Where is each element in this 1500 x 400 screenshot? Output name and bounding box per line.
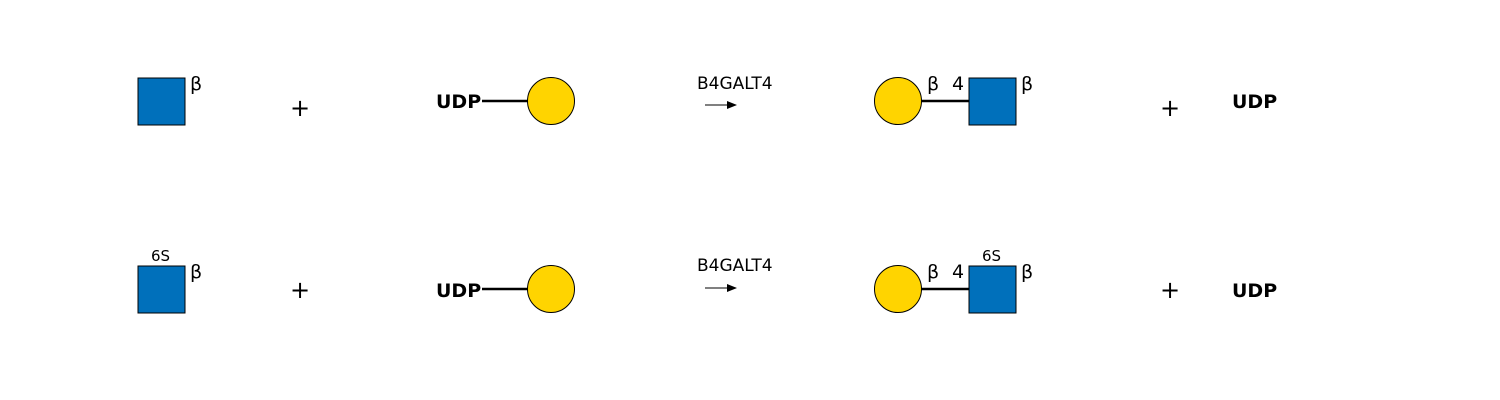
galactose-circle-icon [527,265,575,313]
substrate-anomer-label: β [190,73,202,95]
reaction-arrow: B4GALT4 [697,74,773,109]
substrate-anomer-label: β [190,261,202,283]
glcnac-square-icon [137,265,186,314]
gal-anomer-label: β [927,261,939,283]
linkage-position-label: 4 [952,73,964,95]
reaction-row-2: 6S β + UDP B4GALT4 β 4 6S β + UDP [137,247,1277,314]
substrate-glcnac: β [137,73,202,126]
plus-sign: + [290,276,310,304]
donor-udp-galactose: UDP [436,77,575,125]
galactose-circle-icon [874,265,922,313]
donor-udp-label: UDP [436,91,481,113]
glcnac-square-icon [137,77,186,126]
glcnac-square-icon [968,77,1017,126]
reaction-row-1: β + UDP B4GALT4 β 4 β + UDP [137,73,1277,126]
byproduct-udp-label: UDP [1232,91,1277,113]
product-disaccharide: β 4 6S β [874,247,1033,314]
substrate-glcnac-6s: 6S β [137,247,202,314]
plus-sign: + [1160,94,1180,122]
donor-udp-galactose: UDP [436,265,575,313]
gal-anomer-label: β [927,73,939,95]
product-disaccharide: β 4 β [874,73,1033,126]
plus-sign: + [1160,276,1180,304]
sulfate-modification-label: 6S [151,247,170,265]
byproduct-udp-label: UDP [1232,280,1277,302]
glcnac-anomer-label: β [1021,73,1033,95]
glcnac-anomer-label: β [1021,261,1033,283]
sulfate-modification-label: 6S [982,247,1001,265]
enzyme-label: B4GALT4 [697,256,773,276]
linkage-position-label: 4 [952,261,964,283]
glcnac-square-icon [968,265,1017,314]
donor-udp-label: UDP [436,280,481,302]
galactose-circle-icon [874,77,922,125]
reaction-arrow: B4GALT4 [697,256,773,292]
galactose-circle-icon [527,77,575,125]
plus-sign: + [290,94,310,122]
enzyme-label: B4GALT4 [697,74,773,94]
